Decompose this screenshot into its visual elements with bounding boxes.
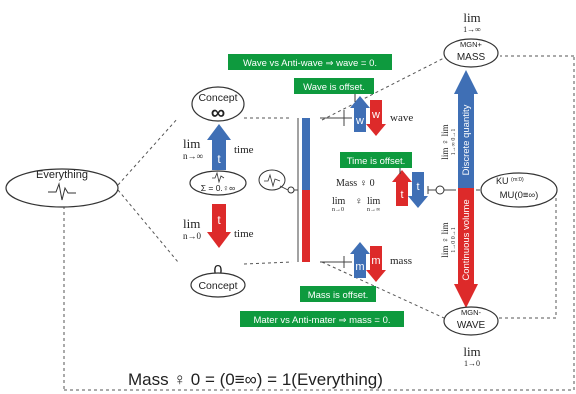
mu-label: MU(0≡∞) (500, 190, 539, 201)
mgn-plus-label: MGN+ (460, 40, 482, 49)
mgn-minus-label: MGN- (461, 308, 481, 317)
bracket-bar (302, 118, 310, 262)
t-center-blue-label: t (416, 181, 419, 193)
center-eq-line1: Mass ♀ 0 (336, 178, 375, 189)
banner-wave-offset: Wave is offset. (294, 78, 374, 102)
mass-arrows: m m (350, 242, 386, 282)
lim-bottom: lim (463, 344, 480, 359)
banner-wave-anti: Wave vs Anti-wave ⇒ wave = 0. (228, 54, 392, 70)
time-up-label: time (234, 144, 254, 156)
wave-word: wave (390, 112, 413, 124)
t-down-label: t (217, 213, 221, 227)
wave-bubble-icon (258, 169, 295, 194)
vertical-lim-lower-sub: 1→0 0→1 (451, 227, 457, 253)
ku-superscript: (m⫶0) (511, 176, 524, 183)
everything-node: Everything (5, 168, 119, 208)
lim-time-up: lim (183, 136, 200, 151)
concept-bottom-label: Concept (198, 280, 237, 292)
waveform-icon (48, 182, 76, 201)
vertical-lim-upper: lim ♀ lim (440, 124, 450, 159)
m-up-label: m (355, 261, 364, 273)
lim-time-down-sub: n→0 (183, 231, 202, 241)
infinity-symbol: ∞ (211, 102, 225, 124)
sum-node: Σ = 0.♀∞ (189, 170, 247, 196)
t-center-red-label: t (400, 189, 403, 201)
svg-text:Mater vs Anti-mater ⇒ mass = 0: Mater vs Anti-mater ⇒ mass = 0. (253, 315, 390, 326)
concept-bottom-node: 0 Concept (190, 263, 246, 298)
small-wave-icon (212, 171, 225, 184)
junction-dot (435, 185, 445, 195)
solid-connectors (292, 110, 480, 268)
lim-top: lim (463, 10, 480, 25)
concept-top-label: Concept (198, 92, 237, 104)
big-vertical-arrow: Discrete quantity Continuous volume (454, 70, 478, 308)
mass-label: MASS (457, 52, 486, 63)
center-eq-lim-right: lim (367, 196, 381, 207)
dashed-connectors (63, 55, 575, 391)
ku-label: KU (496, 176, 509, 186)
ku-mu-node: KU (m⫶0) MU(0≡∞) (480, 172, 558, 208)
sum-label: Σ = 0.♀∞ (201, 183, 235, 193)
center-equation: Mass ♀ 0 lim n→0 ♀ lim n→∞ (332, 178, 381, 213)
m-down-label: m (371, 255, 380, 267)
banner-mass-offset: Mass is offset. (300, 286, 376, 302)
lim-bottom-sub: 1→0 (464, 359, 480, 368)
svg-text:Time is offset.: Time is offset. (347, 156, 406, 167)
banner-time-offset: Time is offset. (340, 152, 412, 174)
svg-text:Wave is offset.: Wave is offset. (303, 82, 365, 93)
continuous-volume-label: Continuous volume (461, 199, 472, 280)
vertical-lim-lower: lim ♀ lim (440, 222, 450, 257)
banner-mater-anti: Mater vs Anti-mater ⇒ mass = 0. (240, 311, 404, 327)
time-down-label: time (234, 228, 254, 240)
lim-top-sub: 1→∞ (463, 25, 481, 34)
mass-word: mass (390, 255, 412, 267)
time-down-arrow: t (207, 204, 231, 248)
center-eq-lim-left: lim (332, 196, 346, 207)
svg-text:Wave vs Anti-wave ⇒ wave = 0.: Wave vs Anti-wave ⇒ wave = 0. (243, 58, 377, 69)
center-eq-lim-right-sub: n→∞ (367, 207, 380, 213)
svg-text:Mass is offset.: Mass is offset. (308, 290, 369, 301)
w-up-label: w (355, 115, 364, 127)
center-eq-lim-left-sub: n→0 (332, 207, 344, 213)
zero-symbol: 0 (214, 263, 223, 280)
mass-node: lim 1→∞ MGN+ MASS (443, 10, 499, 68)
discrete-quantity-label: Discrete quantity (461, 104, 472, 175)
vertical-lim-upper-sub: 1→∞ 0→1 (451, 129, 457, 156)
t-up-label: t (217, 152, 221, 166)
everything-label: Everything (36, 169, 88, 181)
bottom-formula: Mass ♀ 0 = (0≡∞) = 1(Everything) (128, 370, 383, 389)
w-down-label: w (371, 109, 380, 121)
wave-label: WAVE (457, 320, 486, 331)
lim-time-down: lim (183, 216, 200, 231)
lim-time-up-sub: n→∞ (183, 151, 203, 161)
center-t-arrows: t t (392, 170, 428, 208)
wave-arrows: w w (350, 96, 386, 136)
time-up-arrow: t (207, 124, 231, 170)
center-eq-mid: ♀ (355, 196, 363, 207)
wave-node: MGN- WAVE lim 1→0 (443, 306, 499, 368)
concept-top-node: Concept ∞ (191, 86, 245, 124)
